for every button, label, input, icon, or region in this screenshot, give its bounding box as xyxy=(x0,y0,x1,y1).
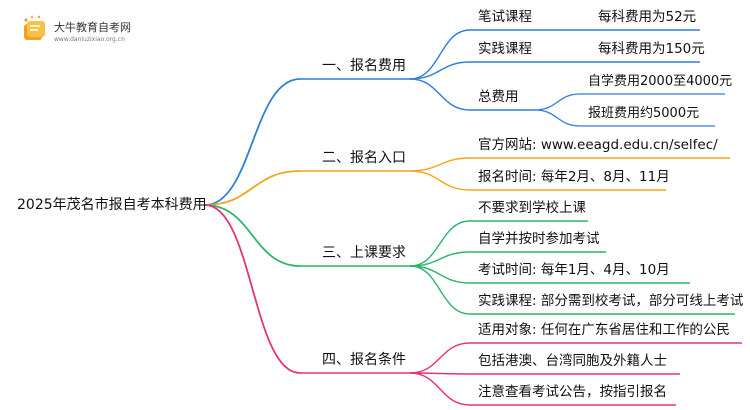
link-total-sub-1 xyxy=(534,109,581,127)
fees-practice-course: 实践课程 xyxy=(478,41,532,57)
link-root-branch-1 xyxy=(204,170,301,206)
link-branch-2-leaf-3 xyxy=(409,265,471,315)
fees-written-course: 笔试课程 xyxy=(478,9,532,25)
branch-entry: 二、报名入口 xyxy=(322,150,406,166)
branch-fees: 一、报名费用 xyxy=(322,58,406,74)
link-root-branch-3 xyxy=(204,204,301,374)
link-branch-3-leaf-2 xyxy=(409,372,471,406)
link-root-branch-0 xyxy=(204,78,301,206)
entry-website: 官方网站: www.eeagd.edu.cn/selfec/ xyxy=(478,137,718,153)
link-branch-2-leaf-0 xyxy=(409,220,471,267)
link-branch-2-leaf-1 xyxy=(409,251,471,267)
link-branch-2-leaf-2 xyxy=(409,265,471,284)
entry-time: 报名时间: 每年2月、8月、11月 xyxy=(478,169,670,185)
link-branch-0-leaf-0 xyxy=(409,29,471,80)
fees-practice-course-value: 每科费用为150元 xyxy=(598,41,705,57)
branch-conditions: 四、报名条件 xyxy=(322,352,406,368)
logo-title: 大牛教育自考网 xyxy=(54,21,131,34)
fees-total-class: 报班费用约5000元 xyxy=(588,106,700,121)
req-practice-course: 实践课程: 部分需到校考试，部分可线上考试 xyxy=(478,293,744,309)
cond-notice: 注意查看考试公告，按指引报名 xyxy=(478,384,667,400)
fees-written-course-value: 每科费用为52元 xyxy=(598,9,697,25)
branch-class-requirements: 三、上课要求 xyxy=(322,245,406,261)
link-branch-1-leaf-0 xyxy=(409,157,471,172)
logo-url: www.daniuzixiao.org.cn xyxy=(54,36,125,43)
req-self-study: 自学并按时参加考试 xyxy=(478,231,600,247)
req-no-school: 不要求到学校上课 xyxy=(478,200,586,216)
root-node: 2025年茂名市报自考本科费用 xyxy=(17,197,207,213)
fees-total: 总费用 xyxy=(478,89,519,105)
book-logo-icon xyxy=(24,15,45,40)
link-branch-0-leaf-2 xyxy=(409,78,471,111)
link-branch-3-leaf-0 xyxy=(409,342,471,374)
link-branch-1-leaf-1 xyxy=(409,170,471,191)
logo: 大牛教育自考网 www.daniuzixiao.org.cn xyxy=(16,14,156,48)
cond-target: 适用对象: 任何在广东省居住和工作的公民 xyxy=(478,322,730,338)
fees-total-self-study: 自学费用2000至4000元 xyxy=(588,74,733,89)
link-root-branch-2 xyxy=(204,204,301,267)
link-total-sub-0 xyxy=(534,93,581,111)
req-exam-time: 考试时间: 每年1月、4月、10月 xyxy=(478,262,670,278)
link-branch-0-leaf-1 xyxy=(409,61,471,80)
cond-include: 包括港澳、台湾同胞及外籍人士 xyxy=(478,353,667,369)
